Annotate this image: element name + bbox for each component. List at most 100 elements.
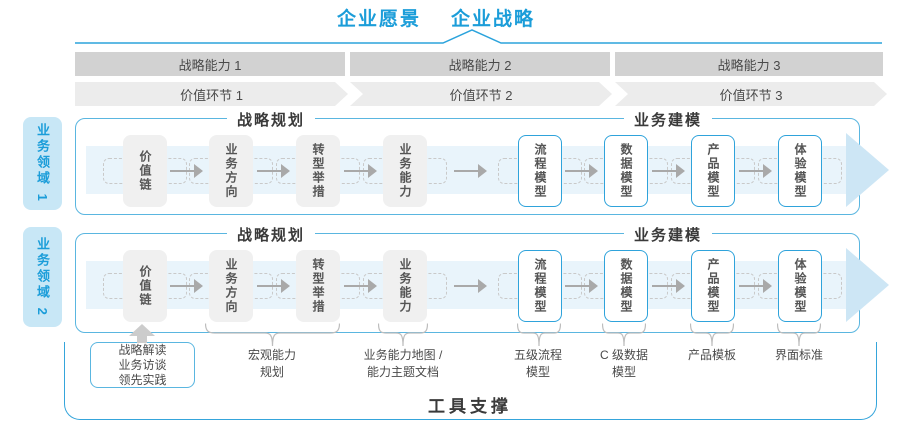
right-arrow-icon — [652, 279, 685, 293]
note-product-template: 产品模板 — [627, 347, 797, 364]
value-link-1-label: 价值环节 1 — [180, 87, 243, 103]
box-transformation-initiatives-label: 转型举措 — [311, 143, 325, 199]
input-strategy-interpretation: 战略解读 — [118, 342, 167, 357]
box-business-capability-label: 业务能力 — [398, 258, 412, 314]
brace-connector — [602, 323, 646, 347]
up-arrow-icon — [129, 324, 155, 343]
box-experience-model: 体验模型 — [778, 135, 822, 207]
box-data-model-label: 数据模型 — [619, 143, 633, 199]
input-leading-practices: 领先实践 — [118, 372, 167, 387]
right-arrow-icon — [652, 164, 685, 178]
strategic-capability-2: 战略能力 2 — [350, 52, 610, 76]
note-interface-standard: 界面标准 — [714, 347, 884, 364]
note-line: 界面标准 — [774, 348, 823, 362]
note-line: 产品模板 — [687, 348, 736, 362]
box-experience-model-label: 体验模型 — [793, 258, 807, 314]
note-line: 能力主题文档 — [366, 365, 439, 379]
tab-business-domain-1: 业务领域 1 — [23, 117, 62, 210]
box-product-model-label: 产品模型 — [706, 258, 720, 314]
box-data-model-label: 数据模型 — [619, 258, 633, 314]
note-c-level-data-model: C 级数据 模型 — [539, 347, 709, 381]
section-header-modeling: 业务建模 — [623, 224, 713, 245]
box-transformation-initiatives-label: 转型举措 — [311, 258, 325, 314]
box-transformation-initiatives: 转型举措 — [296, 135, 340, 207]
right-arrow-icon — [257, 279, 290, 293]
box-value-chain-label: 价值链 — [138, 265, 152, 307]
box-business-capability: 业务能力 — [383, 250, 427, 322]
diagram-title: 企业愿景 企业战略 — [337, 4, 535, 31]
business-domain-2-label: 业务领域 2 — [35, 236, 50, 318]
note-line: 宏观能力 — [247, 348, 296, 362]
note-line: 业务能力地图 / — [363, 348, 443, 362]
note-line: C 级数据 — [599, 348, 648, 362]
strategic-capability-1: 战略能力 1 — [75, 52, 345, 76]
right-arrow-icon — [565, 279, 598, 293]
brace-connector — [777, 323, 821, 347]
right-arrow-icon — [170, 279, 203, 293]
note-line: 模型 — [611, 365, 636, 379]
business-domain-1-label: 业务领域 1 — [35, 123, 50, 204]
section-header-modeling: 业务建模 — [623, 109, 713, 130]
box-business-capability-label: 业务能力 — [398, 143, 412, 199]
brace-connector — [378, 323, 428, 347]
value-link-2: 价值环节 2 — [350, 82, 612, 106]
right-arrow-icon — [344, 279, 377, 293]
box-business-direction-label: 业务方向 — [224, 143, 238, 199]
vision-title: 企业愿景 — [336, 9, 421, 30]
brace-connector — [517, 323, 561, 347]
business-domain-panel-1: 战略规划 业务建模 价值链 业务方向 转型举措 业务能力 流程模型 数据模型 产… — [75, 109, 889, 215]
box-value-chain: 价值链 — [123, 250, 167, 322]
box-business-capability: 业务能力 — [383, 135, 427, 207]
input-business-interviews: 业务访谈 — [118, 357, 167, 372]
note-line: 五级流程 — [513, 348, 562, 362]
strategy-inputs-box: 战略解读 业务访谈 领先实践 — [90, 342, 195, 388]
strategic-capability-3-label: 战略能力 3 — [717, 57, 781, 73]
right-arrow-icon — [170, 164, 203, 178]
brace-connector — [690, 323, 734, 347]
right-arrow-icon — [739, 279, 772, 293]
strategic-capability-1-label: 战略能力 1 — [178, 57, 242, 73]
business-domain-panel-2: 战略规划 业务建模 价值链 业务方向 转型举措 业务能力 流程模型 数据模型 产… — [75, 224, 889, 333]
right-arrow-icon — [257, 164, 290, 178]
box-business-direction-label: 业务方向 — [224, 258, 238, 314]
box-transformation-initiatives: 转型举措 — [296, 250, 340, 322]
strategic-capability-2-label: 战略能力 2 — [448, 57, 512, 73]
box-value-chain: 价值链 — [123, 135, 167, 207]
note-line: 模型 — [525, 365, 550, 379]
note-macro-capability-planning: 宏观能力 规划 — [187, 347, 357, 381]
box-business-direction: 业务方向 — [209, 135, 253, 207]
brace-connector — [205, 323, 340, 347]
section-header-planning: 战略规划 — [226, 224, 316, 245]
box-product-model-label: 产品模型 — [706, 143, 720, 199]
right-arrow-icon — [454, 279, 487, 293]
box-experience-model: 体验模型 — [778, 250, 822, 322]
value-link-3-label: 价值环节 3 — [719, 87, 783, 103]
box-data-model: 数据模型 — [604, 135, 648, 207]
right-arrow-icon — [739, 164, 772, 178]
value-link-1: 价值环节 1 — [75, 82, 348, 106]
title-caret-line — [75, 29, 882, 44]
box-product-model: 产品模型 — [691, 250, 735, 322]
tool-support-container — [64, 342, 877, 420]
flow-band-arrowhead — [846, 133, 889, 207]
box-process-model-label: 流程模型 — [533, 258, 547, 314]
strategy-title: 企业战略 — [451, 9, 536, 30]
box-process-model-label: 流程模型 — [533, 143, 547, 199]
note-capability-map: 业务能力地图 / 能力主题文档 — [318, 347, 488, 381]
right-arrow-icon — [565, 164, 598, 178]
strategic-capability-3: 战略能力 3 — [615, 52, 883, 76]
tool-support-label: 工具支撑 — [428, 397, 512, 416]
box-experience-model-label: 体验模型 — [793, 143, 807, 199]
box-process-model: 流程模型 — [518, 250, 562, 322]
flow-band-arrowhead — [846, 248, 889, 322]
right-arrow-icon — [344, 164, 377, 178]
box-data-model: 数据模型 — [604, 250, 648, 322]
value-link-2-label: 价值环节 2 — [449, 87, 513, 103]
note-five-level-process-model: 五级流程 模型 — [453, 347, 623, 381]
section-header-planning: 战略规划 — [226, 109, 316, 130]
right-arrow-icon — [454, 164, 487, 178]
box-product-model: 产品模型 — [691, 135, 735, 207]
box-value-chain-label: 价值链 — [138, 150, 152, 192]
box-business-direction: 业务方向 — [209, 250, 253, 322]
